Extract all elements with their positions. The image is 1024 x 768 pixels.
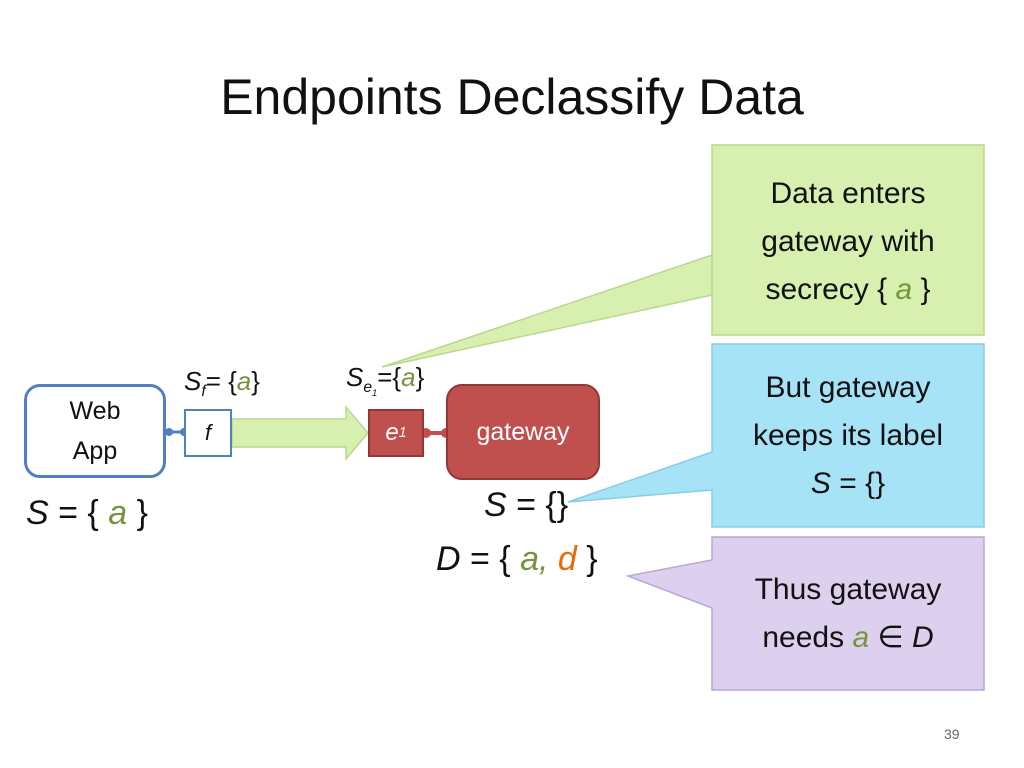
e1-subscript: 1 xyxy=(398,425,407,441)
purple-callout-text: Thus gateway needs a ∈ D xyxy=(712,566,984,662)
gateway-declass-close: } xyxy=(576,540,598,578)
se1-sub-e: e xyxy=(363,379,373,397)
webapp-secrecy-close: } xyxy=(127,494,148,532)
se1-eq: ={ xyxy=(377,362,402,392)
flow-arrow xyxy=(231,404,369,462)
green-callout-text: Data enters gateway with secrecy { a } xyxy=(712,170,984,314)
green-callout-line2: gateway with xyxy=(761,225,935,258)
webapp-secrecy-eq: = { xyxy=(48,494,109,532)
gateway-declass-eq: = { xyxy=(460,540,521,578)
sf-close: } xyxy=(251,366,260,396)
green-callout-tag-a: a xyxy=(895,273,913,306)
f-endpoint-box: f xyxy=(184,409,232,457)
green-callout-line1: Data enters xyxy=(770,177,926,210)
sf-label: Sf= {a} xyxy=(184,366,260,401)
sf-tag-a: a xyxy=(236,366,252,396)
gateway-declass-D: D xyxy=(436,540,461,578)
blue-callout-line1: But gateway xyxy=(765,371,931,404)
green-callout-line3: secrecy { a } xyxy=(712,266,984,314)
sf-eq: = { xyxy=(205,366,237,396)
webapp-secrecy-label: S = { a } xyxy=(26,494,148,533)
purple-callout-tag-a: a xyxy=(852,621,870,654)
se1-tag-a: a xyxy=(401,362,416,392)
blue-callout-empty-set: = {} xyxy=(830,467,886,500)
webapp-secrecy-S: S xyxy=(26,494,49,532)
se1-sub-1: 1 xyxy=(372,388,378,399)
purple-callout-needs: needs xyxy=(762,621,853,654)
purple-callout-bubble xyxy=(625,536,985,691)
purple-callout-line2: needs a ∈ D xyxy=(712,614,984,662)
webapp-secrecy-tag-a: a xyxy=(108,494,128,532)
purple-callout-D: D xyxy=(911,621,934,654)
green-callout-secrecy-text: secrecy { xyxy=(765,273,896,306)
purple-callout-element-of: ∈ xyxy=(869,621,912,654)
webapp-endpoint-dot xyxy=(165,428,173,436)
gateway-declass-label: D = { a, d } xyxy=(436,540,598,579)
e1-letter: e xyxy=(385,419,399,446)
webapp-box: Web App xyxy=(24,384,166,478)
blue-callout-bubble xyxy=(567,343,985,528)
sf-S: S xyxy=(184,366,202,396)
green-callout-close: } xyxy=(912,273,931,306)
slide-title: Endpoints Declassify Data xyxy=(220,69,804,125)
gateway-declass-tag-a: a, xyxy=(520,540,549,578)
blue-callout-text: But gateway keeps its label S = {} xyxy=(712,364,984,508)
se1-label: Se1={a} xyxy=(346,362,424,398)
se1-close: } xyxy=(415,362,425,392)
gateway-secrecy-empty: = {} xyxy=(506,486,569,524)
green-callout-bubble xyxy=(381,144,985,368)
webapp-label-line1: Web xyxy=(69,397,121,425)
purple-callout-line1: Thus gateway xyxy=(754,573,942,606)
blue-callout-S: S xyxy=(810,467,831,500)
se1-subscript: e1 xyxy=(363,379,378,399)
blue-callout-line2: keeps its label xyxy=(752,419,944,452)
se1-S: S xyxy=(346,362,364,392)
gateway-secrecy-label: S = {} xyxy=(484,486,568,525)
sf-subscript: f xyxy=(201,383,206,401)
blue-callout-line3: S = {} xyxy=(712,460,984,508)
gateway-box: gateway xyxy=(446,384,600,480)
page-number: 39 xyxy=(944,726,960,742)
webapp-label-line2: App xyxy=(72,437,118,465)
gateway-declass-tag-d: d xyxy=(548,540,577,578)
gateway-secrecy-S: S xyxy=(484,486,507,524)
